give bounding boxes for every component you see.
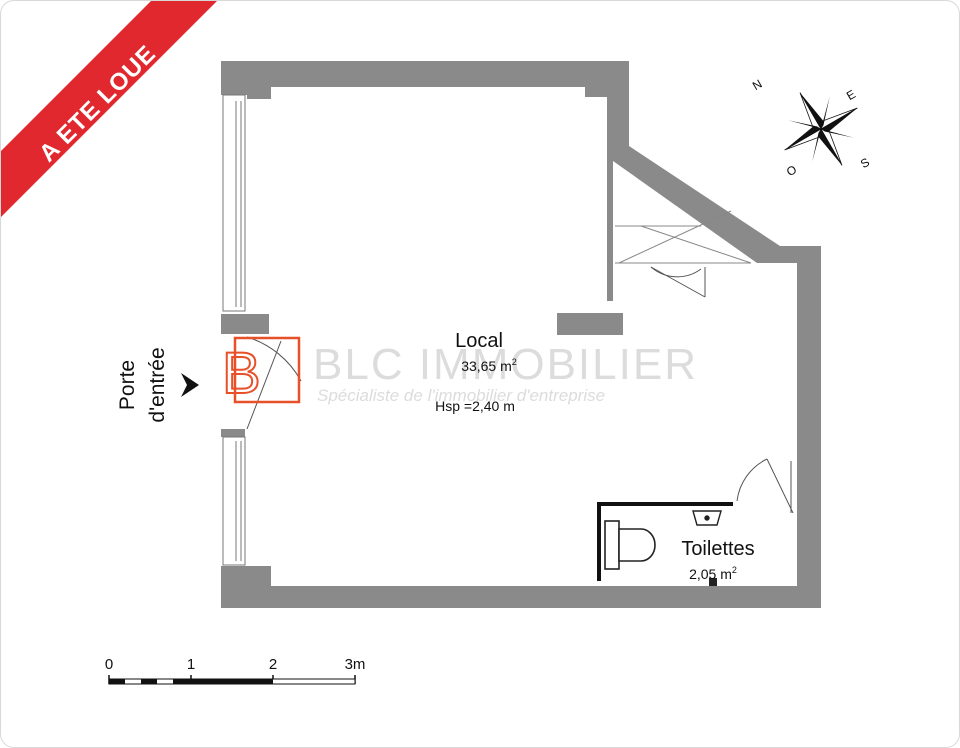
watermark-logo-box [233, 336, 301, 404]
rented-ribbon: A ETE LOUE [1, 1, 217, 217]
entrance-arrow-icon [181, 373, 199, 397]
toilet-door [736, 458, 794, 514]
room-local-area: 33,65 m [461, 358, 512, 374]
toilet-walls [597, 502, 733, 581]
sink-icon [692, 510, 722, 526]
closet-lines [615, 210, 752, 264]
compass-rose-icon [784, 92, 858, 166]
wall-left-pier [221, 314, 269, 334]
compass-n: N [750, 77, 765, 93]
toilet-drain [709, 578, 717, 586]
room-toilets-area: 2,05 m [689, 566, 732, 582]
wall-left-top [221, 61, 247, 95]
compass-e: E [844, 87, 858, 103]
wall-diagonal [607, 61, 821, 301]
wall-notch-tr [585, 87, 607, 97]
entrance-line2: d'entrée [146, 347, 169, 422]
wall-pillar [557, 313, 623, 335]
compass-o: O [784, 162, 799, 179]
wall-bottom [221, 586, 821, 608]
walls [221, 61, 821, 608]
room-local-name: Local [455, 330, 503, 352]
watermark-company-name: BLC IMMOBILIER [313, 340, 698, 389]
scale-tick-1: 1 [187, 656, 195, 673]
room-toilets-area-line: 2,05 m2 [689, 565, 737, 582]
room-local-area-line: 33,65 m2 [461, 357, 517, 374]
wall-right [797, 246, 821, 608]
ribbon-band [1, 1, 217, 217]
left-windows [222, 94, 246, 566]
scale-tick-3: 3m [345, 656, 366, 673]
compass-s: S [858, 155, 872, 171]
wall-top [221, 61, 629, 87]
room-toilets-area-sup: 2 [732, 565, 737, 575]
toilet-fixture [604, 520, 656, 570]
wall-left-small [221, 429, 245, 437]
entrance-line1: Porte [116, 360, 139, 410]
scale-tick-2: 2 [269, 656, 277, 673]
room-local-area-sup: 2 [512, 357, 517, 367]
room-toilets-name: Toilettes [681, 538, 754, 560]
watermark: B BLC IMMOBILIER Spécialiste de l'immobi… [221, 336, 698, 407]
room-local-height: Hsp =2,40 m [435, 398, 515, 414]
entrance-label: Porte d'entrée [116, 347, 169, 422]
scale-bar: 0 1 2 3m [105, 656, 366, 685]
wall-notch-bl [247, 567, 271, 587]
wall-notch-tl [247, 87, 271, 99]
watermark-logo-letter: B [222, 341, 261, 406]
watermark-tagline: Spécialiste de l'immobilier d'entreprise [317, 386, 605, 405]
scale-tick-0: 0 [105, 656, 113, 673]
closet-door [650, 266, 706, 298]
